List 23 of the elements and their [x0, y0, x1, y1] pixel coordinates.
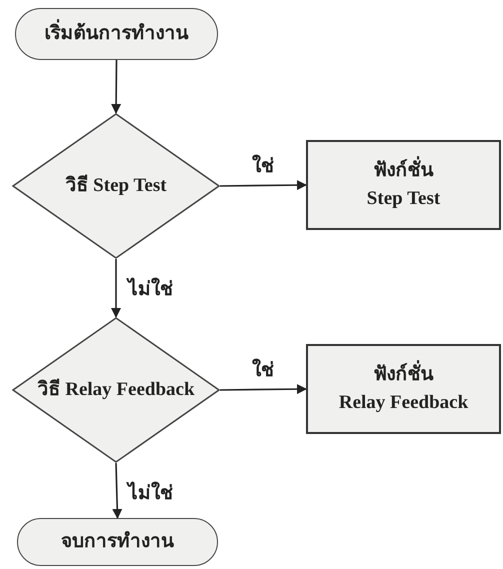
edge-label: ใช่ [252, 358, 274, 383]
decision-diamond [12, 113, 220, 259]
arrow [220, 180, 307, 190]
node-text: Step Test [366, 187, 440, 211]
edge-label: ไม่ใช่ [128, 276, 173, 302]
arrow [111, 259, 121, 318]
node-text: วิธี Step Test [65, 174, 167, 198]
node-text: ฟังก์ชั่น [374, 156, 434, 185]
terminator-box [17, 518, 218, 566]
node-text: เริ่มต้นการทำงาน [44, 20, 188, 48]
node-text: ฟังก์ชั่น [374, 360, 434, 389]
node-text: วิธี Relay Feedback [37, 378, 195, 402]
terminator-box [15, 8, 218, 60]
process-box [306, 344, 501, 434]
arrow [111, 60, 122, 114]
decision-diamond [12, 317, 220, 463]
edge-label: ใช่ [252, 154, 274, 179]
node-text: จบการทำงาน [61, 530, 174, 554]
edge-label: ไม่ใช่ [128, 480, 173, 506]
arrow [112, 462, 122, 519]
node-text: Relay Feedback [338, 391, 468, 415]
process-box [306, 140, 501, 230]
arrow [220, 384, 307, 394]
